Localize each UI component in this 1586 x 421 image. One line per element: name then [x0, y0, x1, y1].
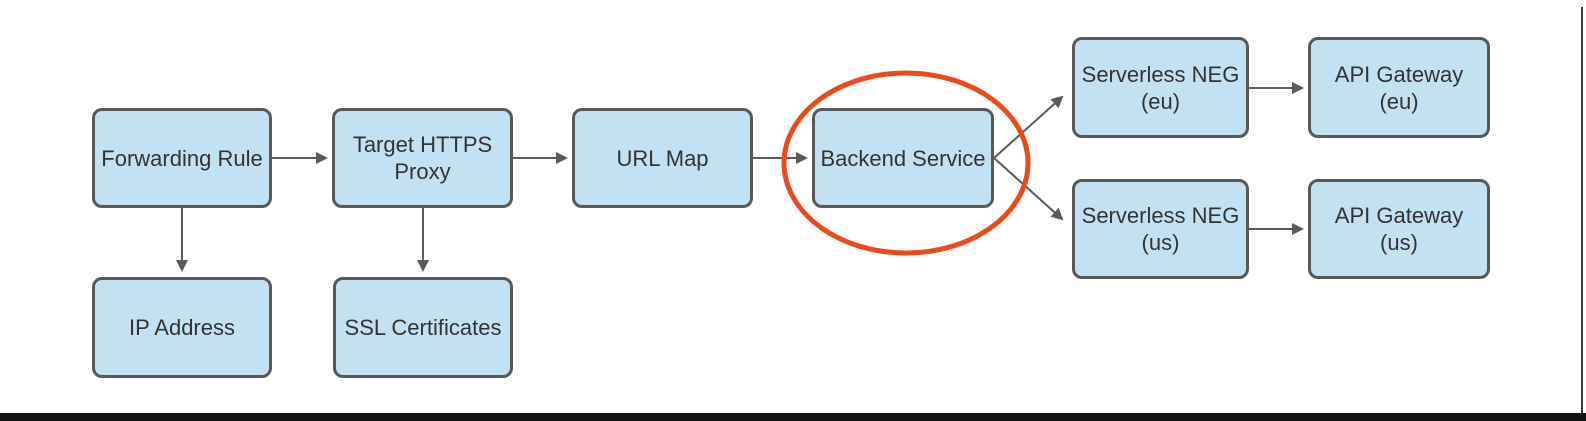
- node-backend-service: Backend Service: [812, 108, 994, 208]
- node-label: Forwarding Rule: [101, 145, 263, 171]
- node-label: (us): [1380, 230, 1418, 255]
- node-label: (eu): [1140, 88, 1181, 114]
- node-serverless-neg-us: Serverless NEG (us): [1072, 179, 1249, 279]
- node-label: IP Address: [129, 315, 235, 340]
- node-label: (us): [1141, 230, 1180, 255]
- highlight-ellipse-backend-service: [781, 70, 1031, 256]
- arrow-backend-service-to-serverless-neg-us: [993, 157, 1064, 221]
- node-label: API Gateway: [1334, 61, 1464, 87]
- node-label: Serverless NEG: [1081, 203, 1240, 228]
- node-ssl-certificates: SSL Certificates: [333, 277, 513, 378]
- node-label: API Gateway: [1334, 203, 1464, 228]
- node-label: URL Map: [616, 145, 709, 171]
- node-serverless-neg-eu: Serverless NEG (eu): [1072, 37, 1249, 138]
- node-url-map: URL Map: [572, 108, 753, 208]
- window-right-edge: [1581, 7, 1583, 413]
- node-label: Proxy: [394, 159, 451, 184]
- node-label: Serverless NEG: [1081, 61, 1240, 87]
- arrow-backend-service-to-serverless-neg-eu: [993, 95, 1064, 159]
- node-label: (eu): [1379, 88, 1419, 114]
- node-label: Backend Service: [820, 145, 986, 171]
- node-ip-address: IP Address: [92, 277, 272, 378]
- node-api-gateway-eu: API Gateway (eu): [1308, 37, 1490, 138]
- node-target-https-proxy: Target HTTPS Proxy: [332, 108, 513, 208]
- window-bottom-edge: [0, 413, 1586, 421]
- node-label: Target HTTPS: [352, 132, 493, 157]
- node-forwarding-rule: Forwarding Rule: [92, 108, 272, 208]
- node-api-gateway-us: API Gateway (us): [1308, 179, 1490, 279]
- node-label: SSL Certificates: [344, 315, 502, 340]
